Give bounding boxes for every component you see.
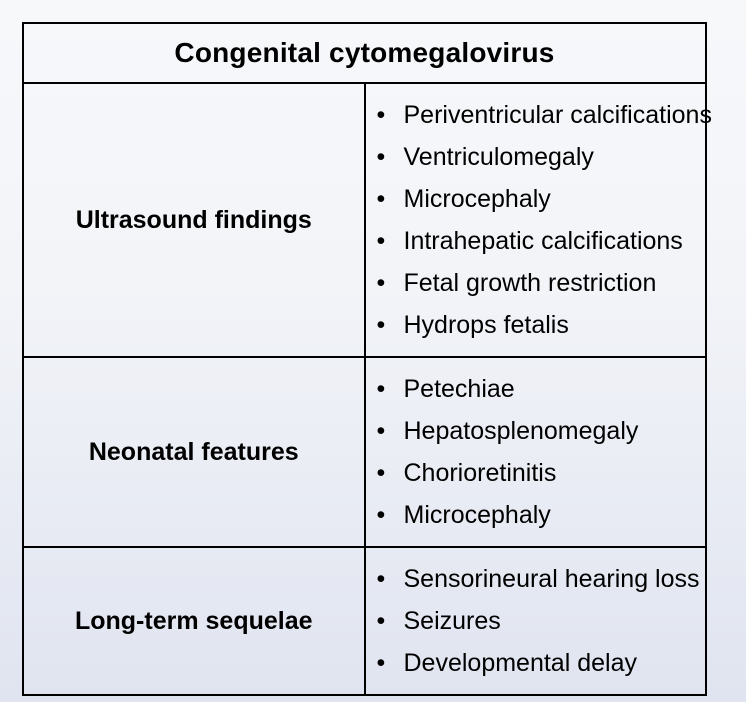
row-label: Neonatal features bbox=[22, 356, 366, 548]
list-item: • Seizures bbox=[366, 600, 702, 642]
list-item: • Chorioretinitis bbox=[366, 452, 702, 494]
row-items-cell: • Petechiae • Hepatosplenomegaly • Chorioreti… bbox=[363, 356, 707, 548]
cmv-summary-table: Congenital cytomegalovirus Ultrasound fi… bbox=[22, 22, 712, 696]
table-body: Congenital cytomegalovirus Ultrasound fi… bbox=[22, 22, 712, 696]
list-item-text: Chorioretinitis bbox=[403, 459, 557, 487]
list-item-text: Ventriculomegaly bbox=[403, 143, 594, 171]
bullet-icon: • bbox=[376, 185, 386, 213]
table-header-row: Congenital cytomegalovirus bbox=[22, 22, 707, 84]
list-item: • Periventricular calcifications bbox=[366, 94, 712, 136]
row-label: Ultrasound findings bbox=[22, 82, 366, 358]
bullet-icon: • bbox=[376, 101, 386, 129]
row-label: Long-term sequelae bbox=[22, 546, 366, 696]
bullet-icon: • bbox=[376, 417, 386, 445]
list-item-text: Periventricular calcifications bbox=[403, 101, 712, 129]
table-row: Long-term sequelae • Sensorineural hearing… bbox=[22, 546, 707, 696]
bullet-icon: • bbox=[376, 607, 386, 635]
table-row: Neonatal features • Petechiae • Hepatospleno… bbox=[22, 356, 707, 548]
table-title: Congenital cytomegalovirus bbox=[22, 22, 707, 84]
row-items-cell: • Sensorineural hearing loss • Seizures • Dev… bbox=[363, 546, 707, 696]
bullet-icon: • bbox=[376, 227, 386, 255]
bullet-icon: • bbox=[376, 649, 386, 677]
bullet-icon: • bbox=[376, 375, 386, 403]
list-item: • Hepatosplenomegaly bbox=[366, 410, 702, 452]
list-item: • Intrahepatic calcifications bbox=[366, 220, 702, 262]
bullet-icon: • bbox=[376, 459, 386, 487]
list-item-text: Hepatosplenomegaly bbox=[403, 417, 639, 445]
list-item: • Microcephaly bbox=[366, 494, 702, 536]
list-item: • Fetal growth restriction bbox=[366, 262, 702, 304]
bullet-icon: • bbox=[376, 311, 386, 339]
bullet-icon: • bbox=[376, 269, 386, 297]
list-item-text: Seizures bbox=[403, 607, 501, 635]
list-item-text: Sensorineural hearing loss bbox=[403, 565, 700, 593]
list-item: • Developmental delay bbox=[366, 642, 702, 684]
list-item: • Petechiae bbox=[366, 368, 702, 410]
row-items-cell: • Periventricular calcifications • Ventricu… bbox=[363, 82, 712, 358]
list-item-text: Microcephaly bbox=[403, 185, 551, 213]
list-item-text: Intrahepatic calcifications bbox=[403, 227, 683, 255]
list-item: • Ventriculomegaly bbox=[366, 136, 702, 178]
list-item-text: Developmental delay bbox=[403, 649, 637, 677]
list-item: • Hydrops fetalis bbox=[366, 304, 702, 346]
list-item-text: Microcephaly bbox=[403, 501, 551, 529]
bullet-icon: • bbox=[376, 565, 386, 593]
bullet-icon: • bbox=[376, 501, 386, 529]
list-item-text: Petechiae bbox=[403, 375, 515, 403]
bullet-icon: • bbox=[376, 143, 386, 171]
list-item-text: Hydrops fetalis bbox=[403, 311, 569, 339]
bullet-list: • Periventricular calcifications • Ventricu… bbox=[366, 84, 712, 356]
bullet-list: • Petechiae • Hepatosplenomegaly • Chorioreti… bbox=[366, 358, 706, 546]
table-row: Ultrasound findings • Periventricular calc… bbox=[22, 82, 712, 358]
list-item: • Microcephaly bbox=[366, 178, 702, 220]
bullet-list: • Sensorineural hearing loss • Seizures • Dev… bbox=[366, 548, 706, 694]
list-item-text: Fetal growth restriction bbox=[403, 269, 657, 297]
list-item: • Sensorineural hearing loss bbox=[366, 558, 702, 600]
